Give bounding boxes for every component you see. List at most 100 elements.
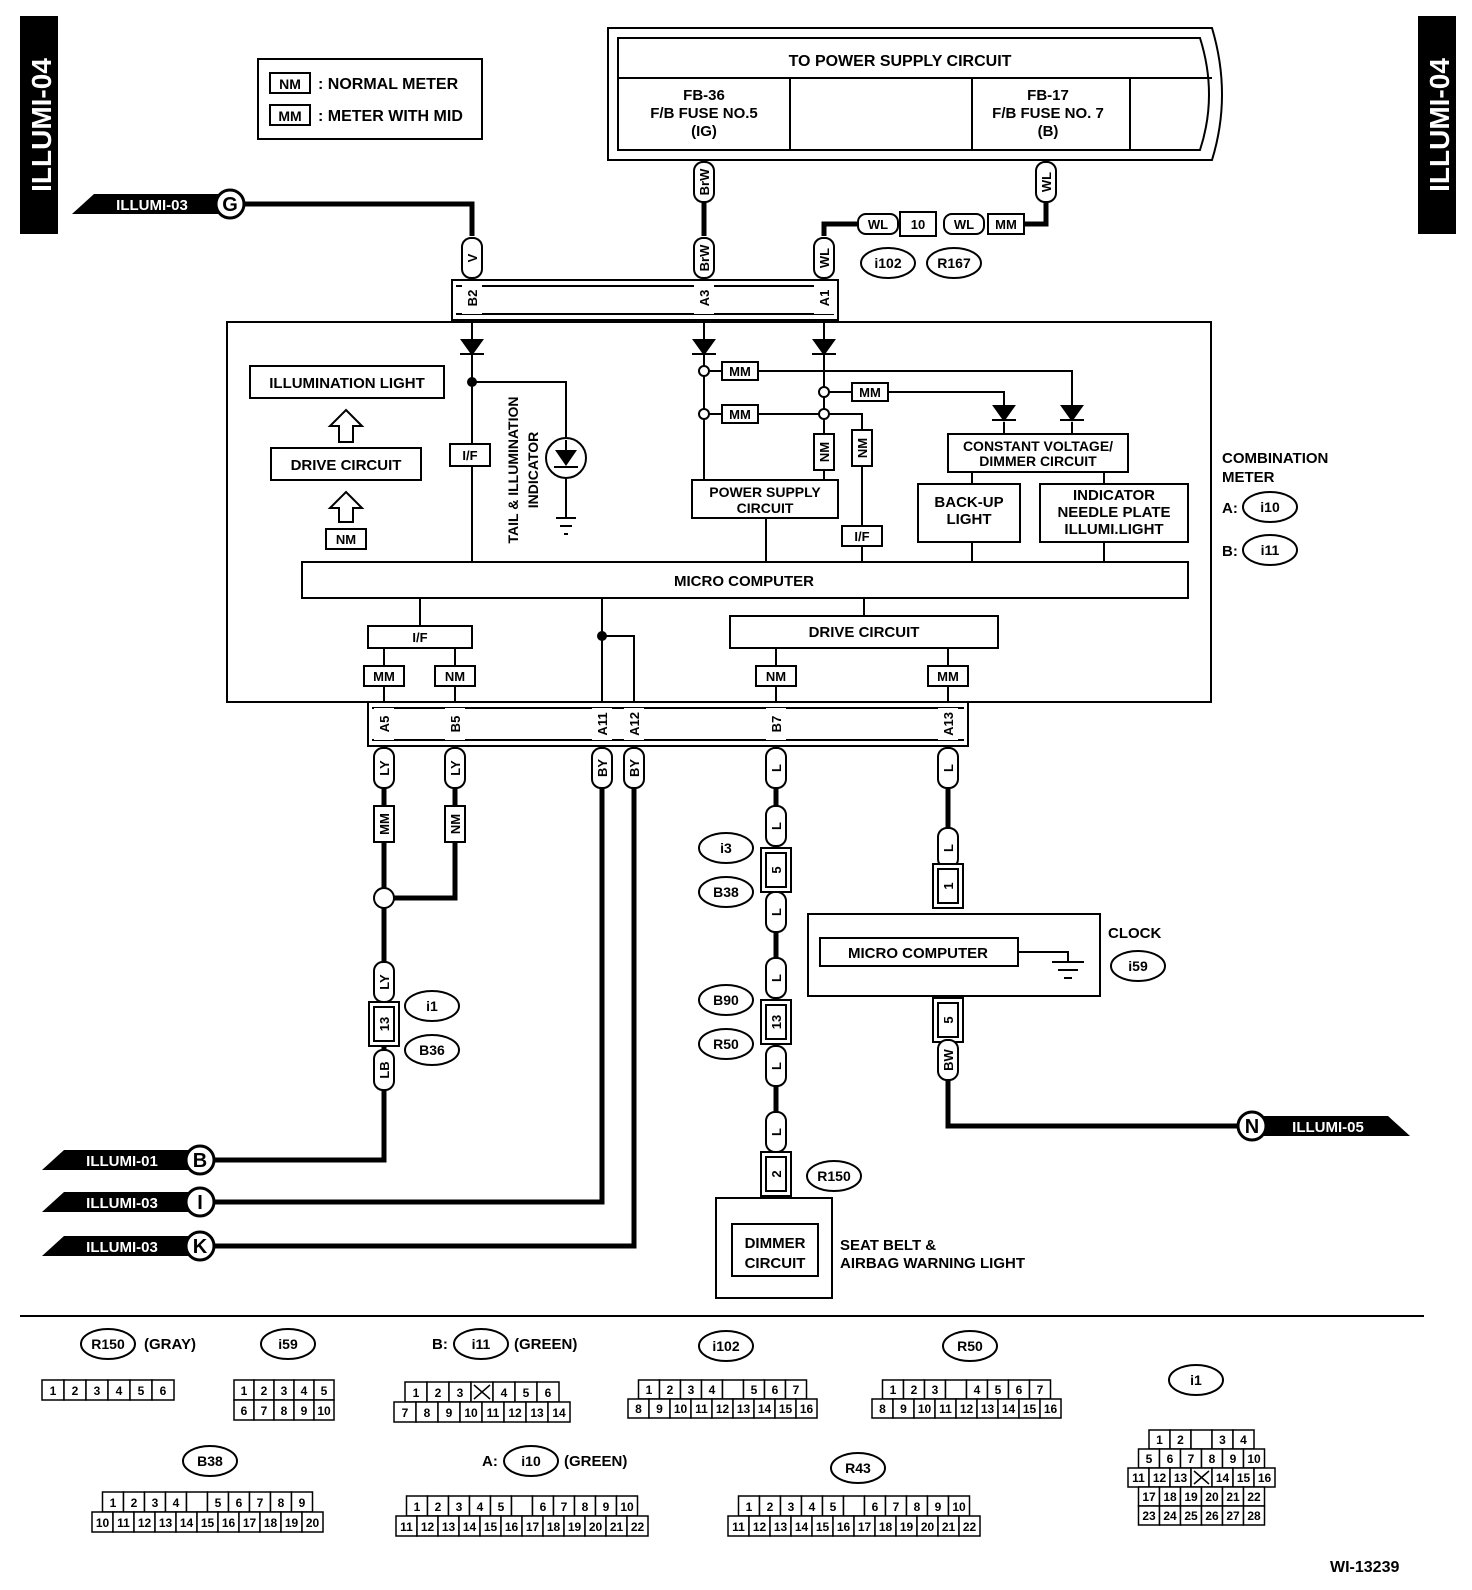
pin-number: 3 [94, 1384, 101, 1398]
pin-number: 5 [751, 1383, 758, 1397]
connector-oval: B38 [182, 1445, 238, 1477]
pin-number: 5 [830, 1500, 837, 1514]
vtag: B2 [462, 282, 482, 314]
pin-number: 15 [1023, 1402, 1037, 1416]
pin-number: 19 [285, 1516, 299, 1530]
tag-wl: WL [857, 213, 899, 235]
pin-number: 24 [1163, 1509, 1177, 1523]
pin-number: 4 [501, 1386, 508, 1400]
connector-oval: i10 [1242, 491, 1298, 523]
vtag: L [937, 747, 959, 789]
power-supply-block: TO POWER SUPPLY CIRCUIT FB-36 F/B FUSE N… [607, 27, 1223, 161]
pin-number: 12 [138, 1516, 152, 1530]
i11-prefix: B: [432, 1336, 448, 1353]
tail-indicator-line1: TAIL & ILLUMINATION [505, 397, 521, 544]
pin-number: 11 [732, 1520, 745, 1534]
vtag-text: A5 [377, 716, 392, 733]
clock-label: CLOCK [1108, 925, 1161, 942]
connector-oval: R50 [942, 1330, 998, 1362]
tag-text: MM [859, 385, 881, 400]
tag-text: 10 [911, 217, 925, 232]
oval-text: i10 [1260, 499, 1280, 515]
pin-number: 1 [414, 1500, 421, 1514]
dimmer-box-line1: DIMMER [745, 1235, 806, 1252]
pin-number: 8 [582, 1500, 589, 1514]
vtag: LB [373, 1049, 395, 1091]
vtag: WL [1035, 161, 1057, 203]
tag-text: MM [937, 669, 959, 684]
tag-text: MM [729, 407, 751, 422]
vtag: A3 [694, 282, 714, 314]
legend-mm-code: MM [278, 108, 301, 124]
page-tag-text-right: ILLUMI-04 [1424, 58, 1455, 192]
drive-circuit-lower-label: DRIVE CIRCUIT [809, 624, 920, 641]
pin-number: 27 [1226, 1509, 1240, 1523]
vtag-text: A11 [595, 712, 610, 735]
power-supply-circuit-line1: POWER SUPPLY [709, 484, 821, 500]
pin-number: 15 [816, 1520, 830, 1534]
oval-text: i1 [1190, 1372, 1202, 1388]
pin-number: 4 [477, 1500, 484, 1514]
vtag: 5 [932, 997, 964, 1043]
connector-oval: i102 [698, 1330, 754, 1362]
tag-nm: NM [325, 528, 367, 550]
vtag-text: A13 [941, 712, 956, 736]
vtag-text: 5 [941, 1016, 956, 1023]
drive-circuit-upper-label: DRIVE CIRCUIT [291, 457, 402, 474]
pin-number: 7 [1037, 1383, 1044, 1397]
vtag-text: V [465, 253, 480, 262]
pin-number: 1 [1156, 1433, 1163, 1447]
pin-number: 1 [413, 1386, 420, 1400]
pin-number: 2 [131, 1496, 138, 1510]
vtag: MM [373, 805, 395, 843]
oval-text: i3 [720, 840, 732, 856]
vtag: L [765, 1111, 787, 1153]
combination-meter [226, 321, 1212, 703]
pin-number: 6 [1016, 1383, 1023, 1397]
tag-nm: NM [755, 665, 797, 687]
pin-number: 5 [995, 1383, 1002, 1397]
pin-number: 6 [241, 1404, 248, 1418]
pin-number: 4 [301, 1384, 308, 1398]
pin-number: 22 [1247, 1490, 1261, 1504]
vtag: L [937, 827, 959, 869]
pin-number: 4 [1240, 1433, 1247, 1447]
pin-number: 3 [281, 1384, 288, 1398]
pin-number: 2 [667, 1383, 674, 1397]
pin-number: 16 [800, 1402, 814, 1416]
pin-number: 14 [1002, 1402, 1016, 1416]
pin-number: 19 [568, 1520, 582, 1534]
vtag: LY [373, 961, 395, 1003]
pin-number: 16 [1258, 1471, 1272, 1485]
pin-number: 7 [261, 1404, 268, 1418]
pin-number: 1 [241, 1384, 248, 1398]
vtag-text: 13 [769, 1015, 784, 1029]
pin-number: 3 [932, 1383, 939, 1397]
fuse-left-line3: (IG) [691, 123, 717, 140]
pin-number: 3 [788, 1500, 795, 1514]
connector-oval: R50 [698, 1028, 754, 1060]
pin-number: 6 [236, 1496, 243, 1510]
tag-text: NM [445, 669, 465, 684]
meter-micro-computer-label: MICRO COMPUTER [674, 573, 814, 590]
vtag: A5 [374, 708, 394, 740]
pin-number: 14 [180, 1516, 194, 1530]
pin-number: 6 [160, 1384, 167, 1398]
fuse-right-line2: F/B FUSE NO. 7 [992, 105, 1104, 122]
pin-number: 11 [1132, 1471, 1145, 1485]
vtag-text: L [769, 974, 784, 982]
vtag-text: BY [627, 759, 642, 777]
power-supply-circuit-line2: CIRCUIT [737, 500, 794, 516]
pin-number: 12 [716, 1402, 730, 1416]
meter-conn-a-prefix: A: [1222, 500, 1238, 517]
combination-meter-label-line1: COMBINATION [1222, 450, 1328, 467]
pin-number: 22 [631, 1520, 645, 1534]
vtag-text: L [769, 764, 784, 772]
pin-number: 9 [446, 1406, 453, 1420]
